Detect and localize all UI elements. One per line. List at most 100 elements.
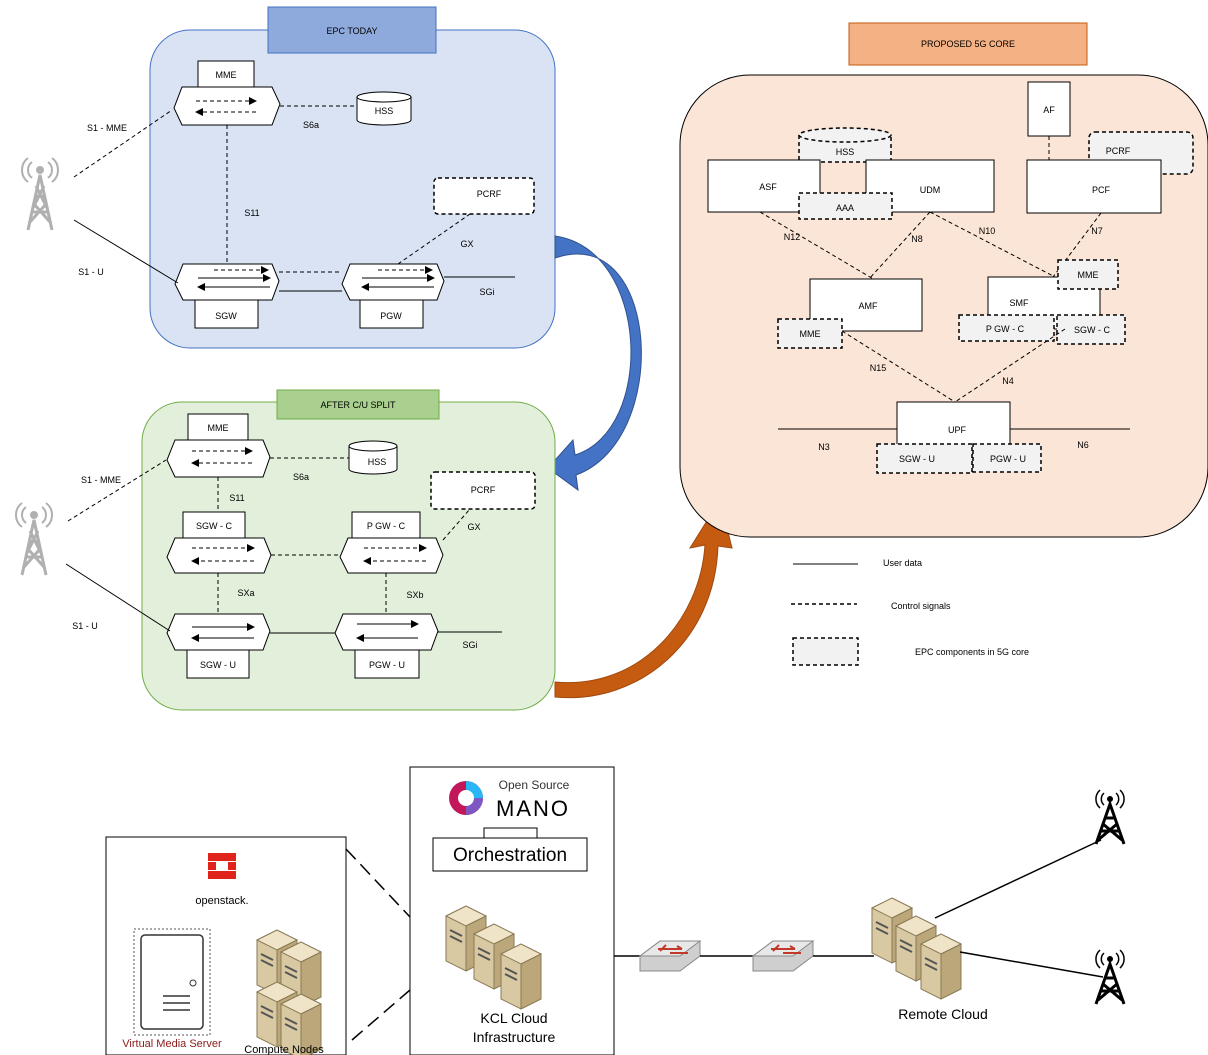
sgw-label: SGW [215, 311, 237, 321]
sgi-label: SGi [479, 287, 494, 297]
aaa-label: AAA [836, 203, 854, 213]
s6a-label: S6a [303, 120, 319, 130]
sgw-router [174, 263, 280, 301]
mano-logo-icon [449, 781, 483, 815]
s1-u2-label: S1 - U [72, 621, 98, 631]
sgw-u-5g-box [876, 443, 973, 474]
sxa-label: SXa [237, 588, 254, 598]
orchestration-connector [483, 827, 538, 839]
virtual-media-server-frame [133, 928, 211, 1036]
mme-label: MME [216, 70, 237, 80]
legend-epc-label: EPC components in 5G core [915, 647, 1029, 657]
hss-database-icon [356, 91, 412, 126]
sgw-u-label-box [186, 649, 250, 679]
sgi2-label: SGi [462, 640, 477, 650]
pcrf2-label: PCRF [471, 485, 496, 495]
gx2-label: GX [467, 522, 480, 532]
sxb-label: SXb [406, 590, 423, 600]
mme2-label-box [187, 413, 249, 441]
network-switch-icon-1 [639, 940, 701, 972]
remote-cloud-label: Remote Cloud [898, 1006, 988, 1022]
pgw-u-router [334, 613, 439, 651]
proposed-5g-title: PROPOSED 5G CORE [921, 39, 1015, 49]
proposed-5g-title-box [848, 22, 1088, 66]
s1-u-label: S1 - U [78, 267, 104, 277]
orange-transition-arrow [554, 498, 733, 699]
sgw-c-router [166, 537, 272, 574]
hss-5g-database-icon [798, 127, 892, 163]
n8-label: N8 [911, 234, 923, 244]
hss2-label: HSS [368, 457, 387, 467]
epc-today-title: EPC TODAY [326, 26, 377, 36]
pgw-u-label: PGW - U [369, 660, 405, 670]
after-split-title-box [276, 389, 440, 420]
pgw-c-router [339, 537, 444, 574]
sgw-c-label: SGW - C [196, 521, 232, 531]
pgw-u-label-box [354, 649, 420, 679]
blue-transition-arrow [547, 235, 642, 492]
udm-label: UDM [920, 185, 941, 195]
gx-label: GX [460, 239, 473, 249]
pcrf-label: PCRF [477, 189, 502, 199]
mano-label: MANO [496, 796, 570, 821]
cell-tower-icon [20, 156, 60, 232]
n7-label: N7 [1091, 226, 1103, 236]
kcl-cloud-label-line1: KCL Cloud [480, 1010, 547, 1026]
n6-label: N6 [1077, 440, 1089, 450]
compute-nodes-label: Compute Nodes [244, 1044, 324, 1055]
n12-label: N12 [784, 232, 801, 242]
pgw-u-5g-box [972, 443, 1042, 473]
pgw-router [341, 263, 445, 301]
mme-amf-label: MME [800, 329, 821, 339]
mme-smf-label: MME [1078, 270, 1099, 280]
pcrf-5g-label: PCRF [1106, 146, 1131, 156]
after-split-panel: AFTER C/U SPLIT MME HSS S6a PCRF S11 SGW… [141, 389, 556, 711]
remote-tower-icon-1 [1094, 788, 1126, 846]
orchestration-label: Orchestration [453, 845, 567, 866]
n10-label: N10 [979, 226, 996, 236]
upf-label: UPF [948, 425, 967, 435]
hss-label: HSS [375, 106, 394, 116]
orchestration-box [432, 837, 588, 872]
legend-user-data-label: User data [883, 558, 922, 568]
pcf-label: PCF [1092, 185, 1111, 195]
epc-today-title-box [267, 6, 437, 54]
virtual-media-server-icon [140, 934, 204, 1030]
openstack-label: openstack. [195, 895, 248, 907]
infrastructure-section: openstack. Virtual Media Server Compute … [105, 766, 1126, 1055]
network-switch-icon-2 [752, 940, 814, 972]
af-label: AF [1043, 105, 1055, 115]
after-split-title: AFTER C/U SPLIT [320, 400, 396, 410]
mme2-label: MME [208, 423, 229, 433]
aaa-box [798, 192, 893, 220]
proposed-5g-panel: PROPOSED 5G CORE AF HSS ASF UDM AAA PCRF… [679, 22, 1208, 538]
sgw-u-5g-label: SGW - U [899, 454, 935, 464]
pgw-c-label-box [351, 511, 421, 539]
cell-tower-2-icon [14, 501, 54, 577]
kcl-server-icon-3 [500, 943, 542, 1010]
mme2-router [166, 439, 271, 478]
s1-mme-label: S1 - MME [87, 123, 127, 133]
sgw-c-5g-box [1056, 314, 1126, 345]
kcl-cloud-box [409, 766, 615, 1055]
hss2-database-icon [348, 440, 398, 475]
remote-server-icon-3 [920, 933, 962, 1000]
legend-control-label: Control signals [891, 601, 951, 611]
pgw-u-5g-label: PGW - U [990, 454, 1026, 464]
epc-today-panel: EPC TODAY MME HSS S6a PCRF S11 SGW [149, 6, 556, 349]
sgw-c-label-box [182, 511, 246, 539]
sgw-c-5g-label: SGW - C [1074, 325, 1110, 335]
pgw-c-label: P GW - C [367, 521, 406, 531]
mme-label-box [197, 60, 255, 88]
pgw-c-5g-box [958, 314, 1055, 342]
mme-amf-box [777, 318, 843, 349]
pcrf-box [433, 177, 535, 215]
mme-router [173, 86, 281, 126]
hss-5g-label: HSS [836, 147, 855, 157]
virtual-media-server-label: Virtual Media Server [122, 1038, 222, 1050]
asf-label: ASF [759, 182, 777, 192]
n15-label: N15 [870, 363, 887, 373]
kcl-cloud-label-line2: Infrastructure [473, 1029, 556, 1045]
pgw-label: PGW [380, 311, 402, 321]
